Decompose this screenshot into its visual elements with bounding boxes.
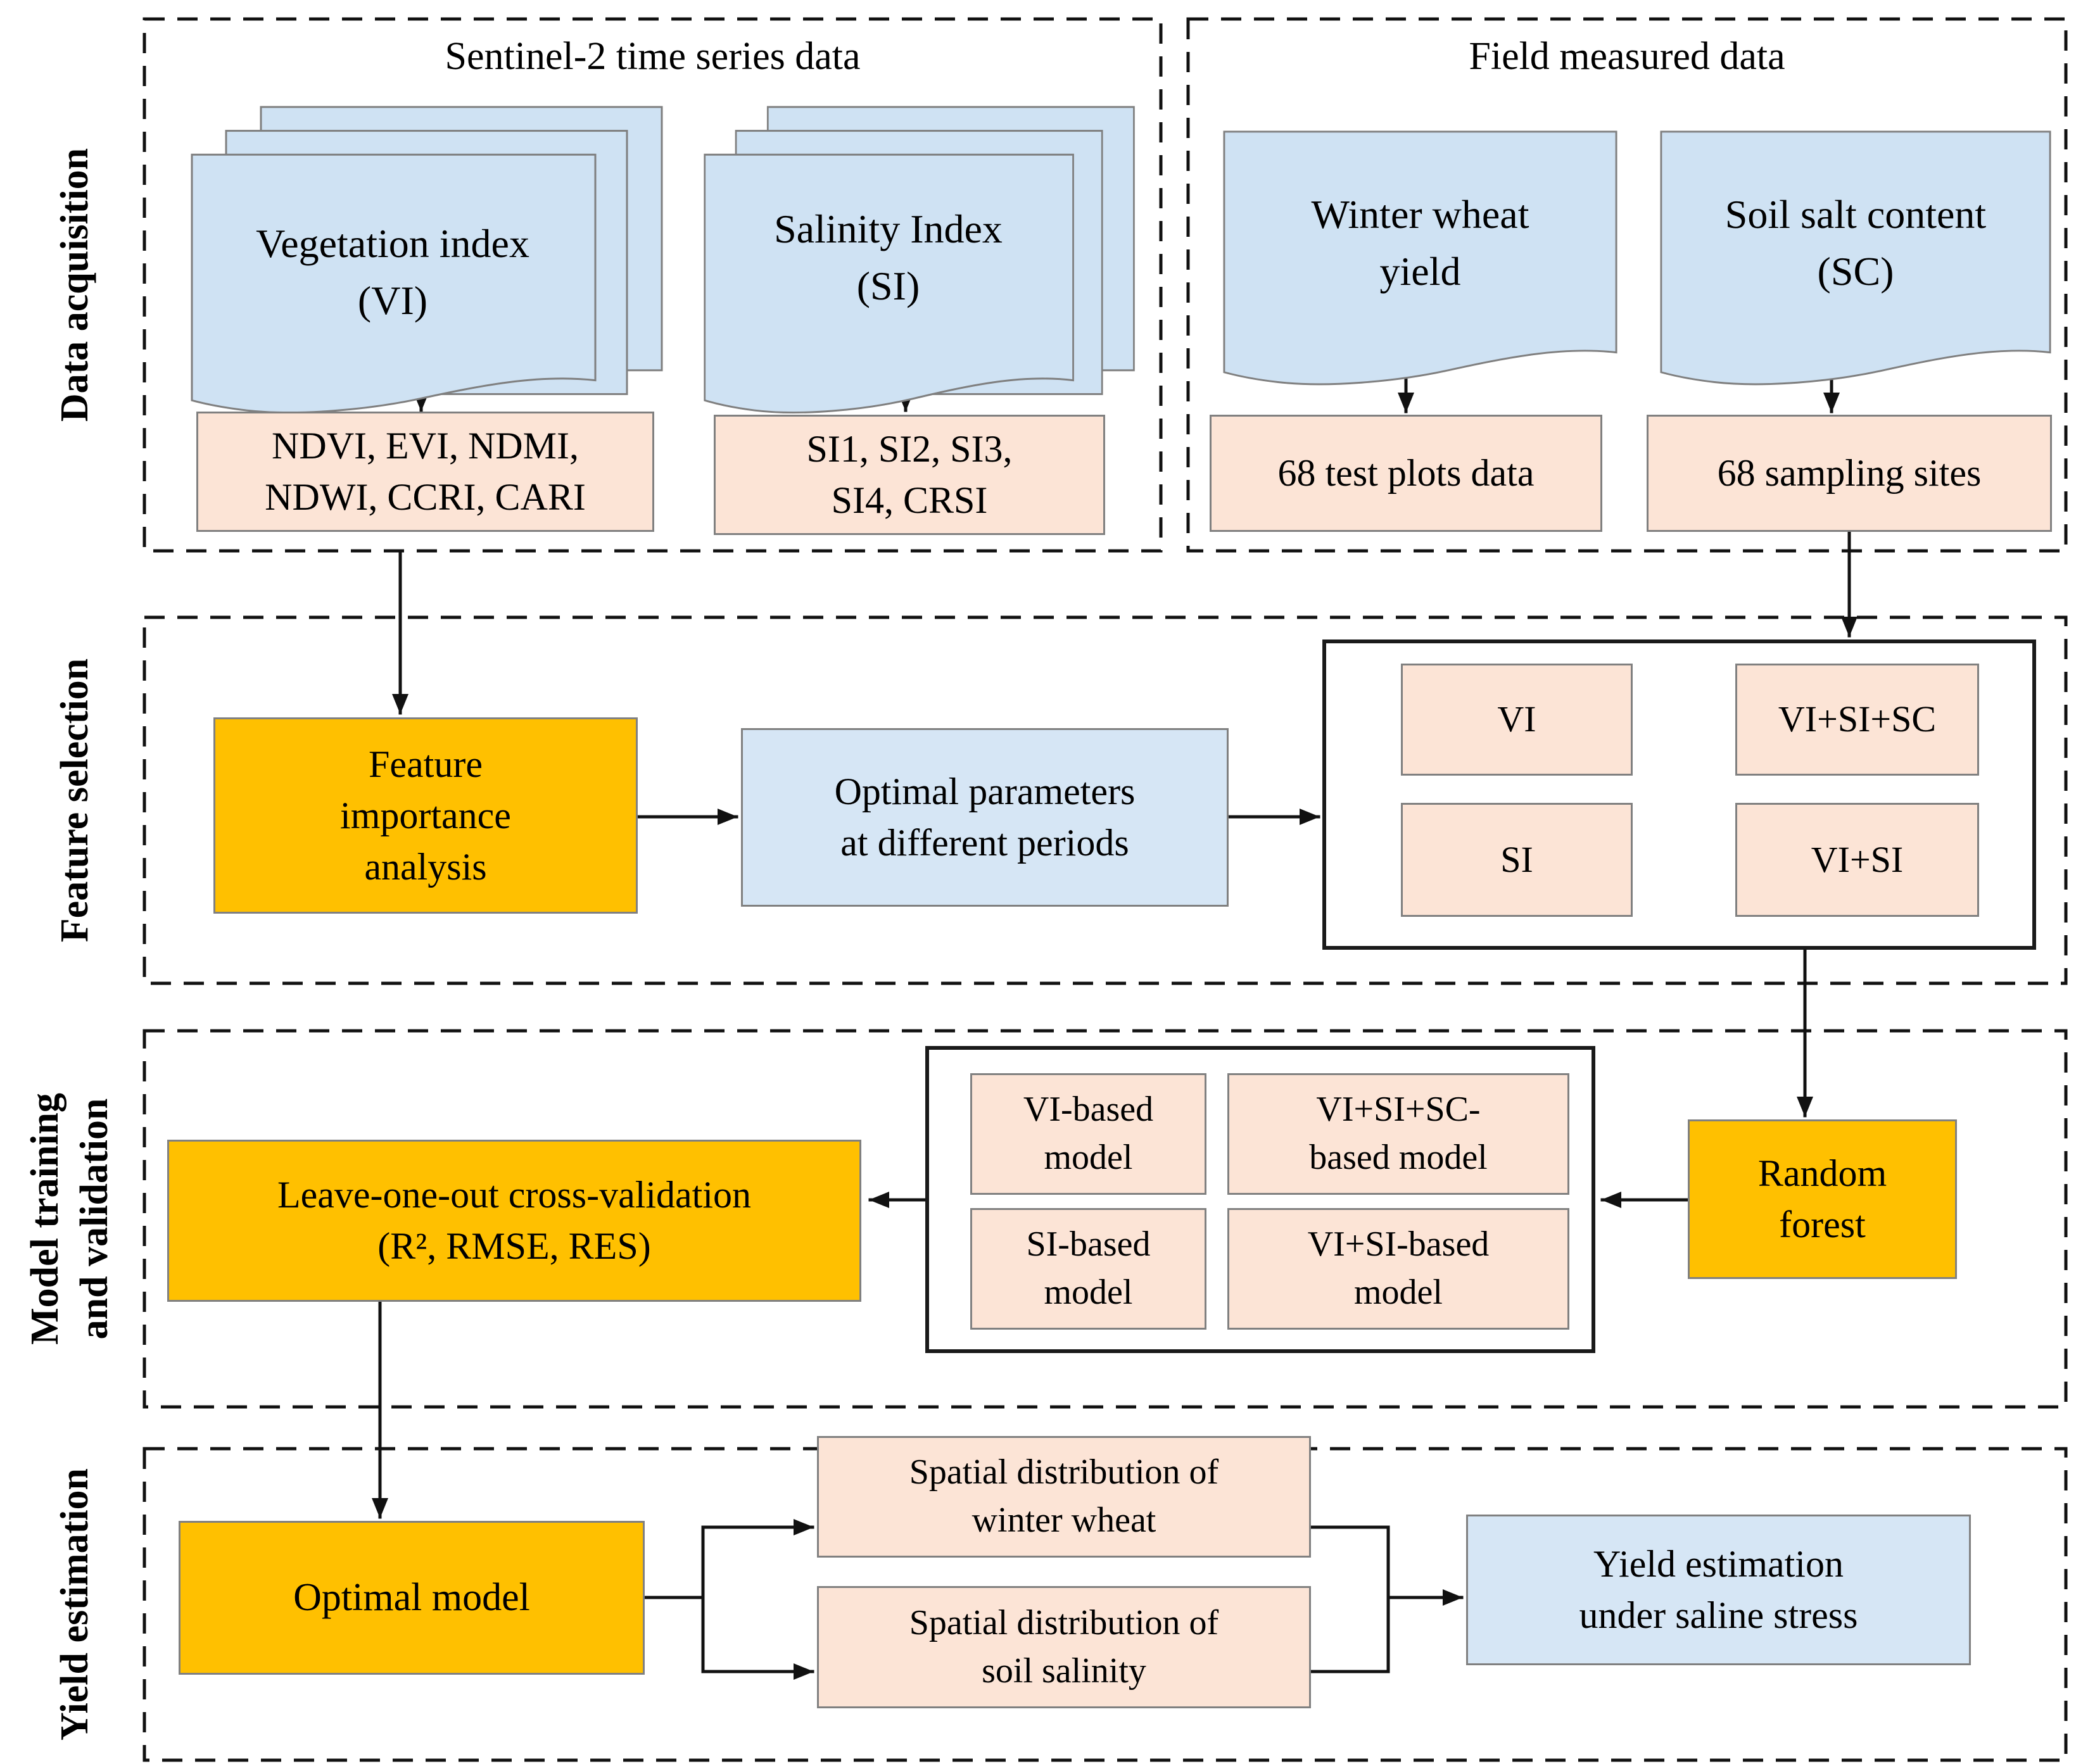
winter-wheat-doc-label: Winter wheat yield: [1311, 191, 1529, 294]
title-sentinel-data: Sentinel-2 time series data: [445, 35, 861, 78]
si-index-list-box: SI1, SI2, SI3, SI4, CRSI: [714, 415, 1105, 535]
document-page-icon: [1223, 130, 1617, 386]
combo-si-box: SI: [1401, 803, 1633, 917]
optimal-parameters-box: Optimal parameters at different periods: [741, 728, 1229, 907]
soil-salt-doc-label: Soil salt content (SC): [1725, 191, 1987, 294]
document-page-icon: [1660, 130, 2051, 386]
vi-si-based-model-box: VI+SI-based model: [1227, 1208, 1569, 1330]
winter-wheat-document: Winter wheat yield: [1222, 130, 1618, 396]
models-container: [925, 1046, 1595, 1353]
document-pages-icon: [704, 106, 1135, 413]
vi-doc-label: Vegetation index (VI): [256, 221, 529, 323]
section-label-data-acquisition: Data acquisition: [53, 148, 96, 422]
dist-winter-wheat-box: Spatial distribution of winter wheat: [817, 1436, 1311, 1558]
vi-based-model-box: VI-based model: [970, 1073, 1206, 1195]
dashed-frame-sentinel-data: [142, 17, 1163, 553]
dashed-frame-field-data: [1186, 17, 2068, 553]
combo-vi-box: VI: [1401, 664, 1633, 776]
yield-result-box: Yield estimation under saline stress: [1466, 1515, 1971, 1665]
page-shape: [1660, 130, 2051, 386]
random-forest-box: Random forest: [1688, 1119, 1957, 1279]
loocv-box: Leave-one-out cross-validation (R², RMSE…: [167, 1140, 861, 1302]
si-doc-label: Salinity Index (SI): [774, 206, 1003, 308]
si-document-stack: Salinity Index (SI): [703, 104, 1137, 421]
page-shape: [1223, 130, 1617, 386]
page-shape: [704, 153, 1074, 413]
section-label-feature-selection: Feature selection: [53, 658, 96, 943]
section-label-yield-estimation: Yield estimation: [53, 1468, 96, 1741]
feature-combos-container: [1322, 639, 2036, 950]
vi-index-list-box: NDVI, EVI, NDMI, NDWI, CCRI, CARI: [196, 412, 654, 532]
si-based-model-box: SI-based model: [970, 1208, 1206, 1330]
dashed-frame-model-training: [142, 1029, 2068, 1409]
dashed-frame-feature-selection: [142, 615, 2068, 985]
vi-document-stack: Vegetation index (VI): [190, 104, 665, 421]
optimal-model-box: Optimal model: [179, 1521, 645, 1675]
vi-si-sc-based-model-box: VI+SI+SC- based model: [1227, 1073, 1569, 1195]
combo-vi-si-sc-box: VI+SI+SC: [1735, 664, 1979, 776]
soil-salt-document: Soil salt content (SC): [1659, 130, 2052, 396]
document-pages-icon: [191, 106, 663, 413]
combo-vi-si-box: VI+SI: [1735, 803, 1979, 917]
dist-soil-salinity-box: Spatial distribution of soil salinity: [817, 1586, 1311, 1708]
sampling-sites-box: 68 sampling sites: [1647, 415, 2052, 532]
feature-importance-box: Feature importance analysis: [213, 717, 638, 914]
title-field-data: Field measured data: [1469, 35, 1785, 78]
page-shape: [191, 153, 597, 413]
test-plots-box: 68 test plots data: [1210, 415, 1602, 532]
